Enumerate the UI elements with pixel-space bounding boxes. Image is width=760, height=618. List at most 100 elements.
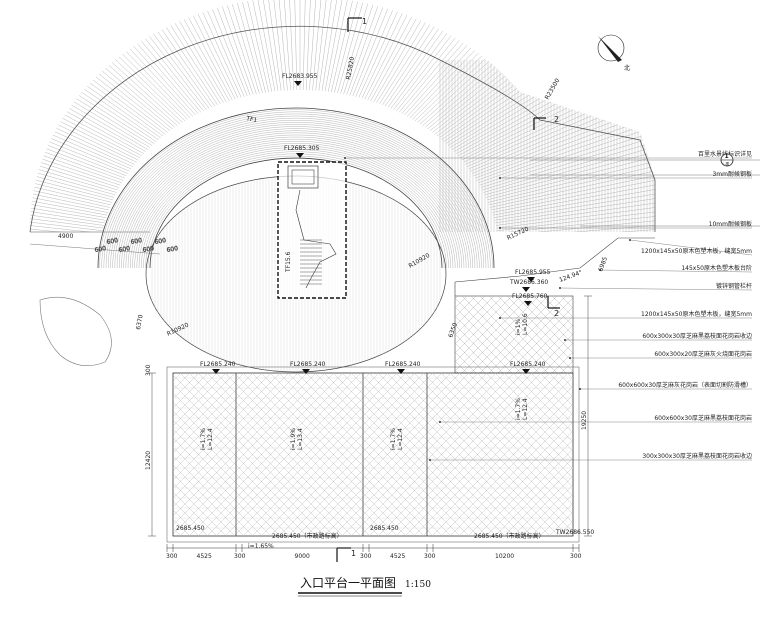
- landscape-blob: [39, 296, 112, 367]
- deck-board: [29, 175, 108, 216]
- deck-board: [47, 3, 181, 125]
- legend-item: 600x300x20厚芝麻灰火烧面花岗岩: [654, 350, 752, 358]
- paving-joint: [488, 296, 567, 373]
- paving-joint: [318, 296, 395, 373]
- legend-item: 145x50原木色塑木板台阶: [681, 264, 752, 272]
- deck-board: [337, 0, 379, 94]
- deck-board: [260, 0, 282, 91]
- radius-label: R25820: [345, 56, 356, 80]
- slope-annotation: i=1.9%L=13.4: [290, 428, 304, 450]
- level-label: FL2685.240: [385, 361, 421, 368]
- deck-board: [468, 88, 655, 170]
- slope-text: L=10.6: [522, 313, 529, 335]
- deck-board: [132, 0, 221, 105]
- deck-board: [334, 0, 373, 93]
- ring-board: [114, 124, 478, 268]
- paving-joint: [0, 373, 154, 536]
- deck-board: [0, 245, 100, 252]
- leader-dot: [564, 339, 566, 341]
- deck-board: [188, 0, 248, 97]
- paving-joint: [539, 373, 573, 407]
- paving-joint: [173, 373, 182, 382]
- deck-board: [387, 0, 485, 108]
- north-arrow: 北: [597, 34, 630, 72]
- paving-joint: [278, 373, 443, 536]
- deck-board: [373, 0, 455, 103]
- deck-board: [497, 214, 656, 233]
- deck-board: [145, 0, 227, 103]
- paving-joint: [530, 493, 573, 536]
- radius-label: R23500: [544, 77, 562, 101]
- paving-joint: [173, 518, 191, 536]
- deck-board: [29, 105, 125, 179]
- paving-joint: [251, 373, 416, 536]
- paving-joint: [242, 373, 407, 536]
- ring-board: [121, 130, 471, 268]
- deck-board: [29, 141, 115, 198]
- deck-board: [0, 250, 100, 255]
- deck-board: [240, 0, 273, 92]
- deck-board: [29, 224, 102, 233]
- deck-board: [439, 29, 593, 139]
- deck-board: [414, 0, 542, 122]
- slope-text: i=1.7%: [515, 398, 522, 420]
- level-label: FL2685.240: [200, 361, 236, 368]
- leader-dot: [499, 227, 501, 229]
- section-2-label: 2: [554, 115, 559, 124]
- paving-joint: [386, 373, 551, 536]
- deck-board: [58, 0, 186, 122]
- deck-board: [195, 0, 251, 96]
- middle-ring-outer-edge: [97, 107, 495, 269]
- level-markers: FL2683.955FL2685.305FL2685.955TW2686.360…: [176, 73, 594, 550]
- paving-joint: [476, 439, 573, 536]
- paving-joint: [173, 473, 236, 536]
- paving-joint: [479, 296, 558, 373]
- deck-board: [302, 0, 307, 91]
- deck-board: [266, 0, 285, 91]
- deck-board: [29, 23, 166, 135]
- deck-board: [163, 0, 236, 100]
- legend-item: 3mm耐候钢板: [712, 170, 752, 178]
- deck-board: [352, 0, 412, 97]
- paving-joint: [323, 373, 488, 536]
- deck-board: [29, 96, 128, 174]
- deck-board: [434, 23, 583, 135]
- deck-board: [346, 0, 399, 95]
- deck-board: [29, 33, 159, 140]
- level-label: FL2685.955: [515, 269, 551, 276]
- paving-joint: [332, 373, 497, 536]
- deck-board: [37, 10, 176, 128]
- deck-board: [74, 0, 194, 117]
- deck-board: [29, 26, 164, 137]
- deck-board: [447, 44, 611, 146]
- ring-board: [103, 113, 489, 268]
- deck-board: [29, 146, 113, 201]
- slope-text: i=1.7%: [200, 428, 207, 450]
- paving-joint: [305, 373, 470, 536]
- deck-board: [491, 165, 656, 211]
- paving-joint: [173, 373, 326, 526]
- small-level-label: i=1.65%: [248, 543, 274, 550]
- level-label: FL2685.240: [290, 361, 326, 368]
- bottom-dim-value: 300: [166, 553, 178, 560]
- leader-line: [599, 269, 753, 273]
- paving-joint: [173, 373, 299, 499]
- ring-dim: 600: [106, 237, 119, 246]
- paving-joint: [494, 373, 573, 452]
- deck-board: [379, 0, 468, 105]
- deck-board: [321, 0, 347, 92]
- deck-board: [398, 0, 509, 113]
- deck-board: [201, 0, 254, 95]
- leader-dot: [599, 269, 601, 271]
- slope-text: i=1.7%: [390, 428, 397, 450]
- paving-joint: [455, 296, 504, 345]
- deck-board: [279, 0, 291, 91]
- deck-board: [176, 0, 242, 98]
- dim-300-left: 300: [145, 364, 152, 376]
- legend-ref-sub: L-图: [723, 162, 730, 166]
- deck-board: [29, 160, 110, 208]
- paving-joint: [404, 373, 569, 536]
- paving-joint: [503, 373, 573, 443]
- paving-joint: [173, 373, 272, 472]
